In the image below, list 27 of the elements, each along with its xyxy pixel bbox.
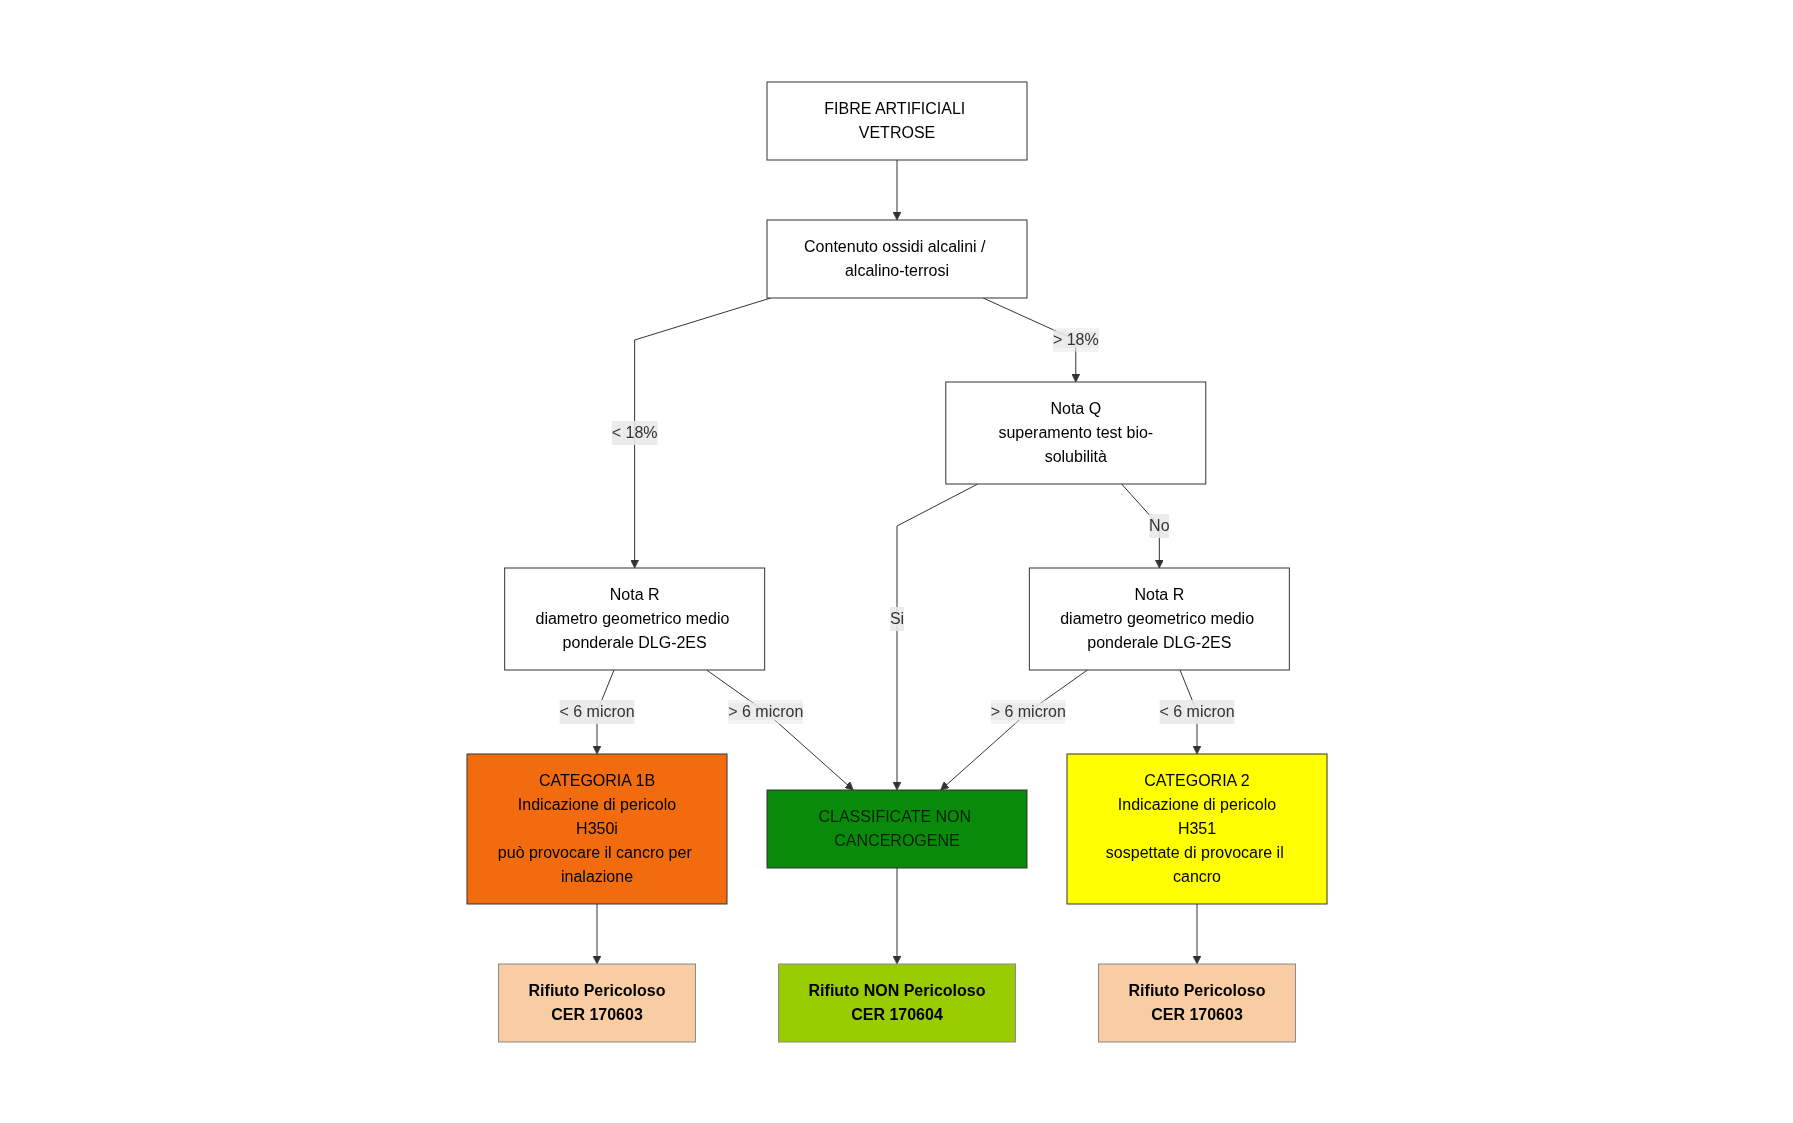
edge-label: No [1148,516,1170,534]
node-box: Nota R diametro geometrico medio ponderale DLG-2ES [503,567,765,670]
arrow [705,669,854,790]
edge-label: Si [889,609,904,627]
edge-label: < 6 micron [1158,702,1235,720]
edge-label: > 6 micron [727,702,803,720]
node-box: CATEGORIA 2 Indicazione di pericolo H351 sospettate di provocare il cancro [1066,753,1327,904]
node-box: Rifiuto NON Pericoloso CER 170604 [777,963,1016,1042]
arrow [939,669,1088,790]
node-box: CLASSIFICATE NON CANCEROGENE [766,789,1027,868]
edge-label: > 6 micron [990,702,1066,720]
edge-label: < 18% [611,423,658,441]
node-box: Rifiuto Pericoloso CER 170603 [1097,963,1296,1042]
arrow [1192,903,1201,964]
node-box: Nota Q superamento test bio-solubilità [944,381,1206,484]
edge-label: > 18% [1052,330,1099,348]
edge-label: < 6 micron [558,702,635,720]
node-box: CATEGORIA 1B Indicazione di pericolo H350i può provocare il cancro per inalazione [466,753,727,904]
arrow [592,903,601,964]
node-box: Nota R diametro geometrico medio ponderale DLG-2ES [1028,567,1290,670]
arrow [892,867,901,964]
node-box: FIBRE ARTIFICIALI VETROSE [766,81,1027,160]
node-box: Rifiuto Pericoloso CER 170603 [497,963,696,1042]
arrow [892,159,901,220]
arrow [1120,483,1164,568]
node-box: Contenuto ossidi alcalini / alcalino-terrosi [766,219,1027,298]
arrow [892,483,978,790]
